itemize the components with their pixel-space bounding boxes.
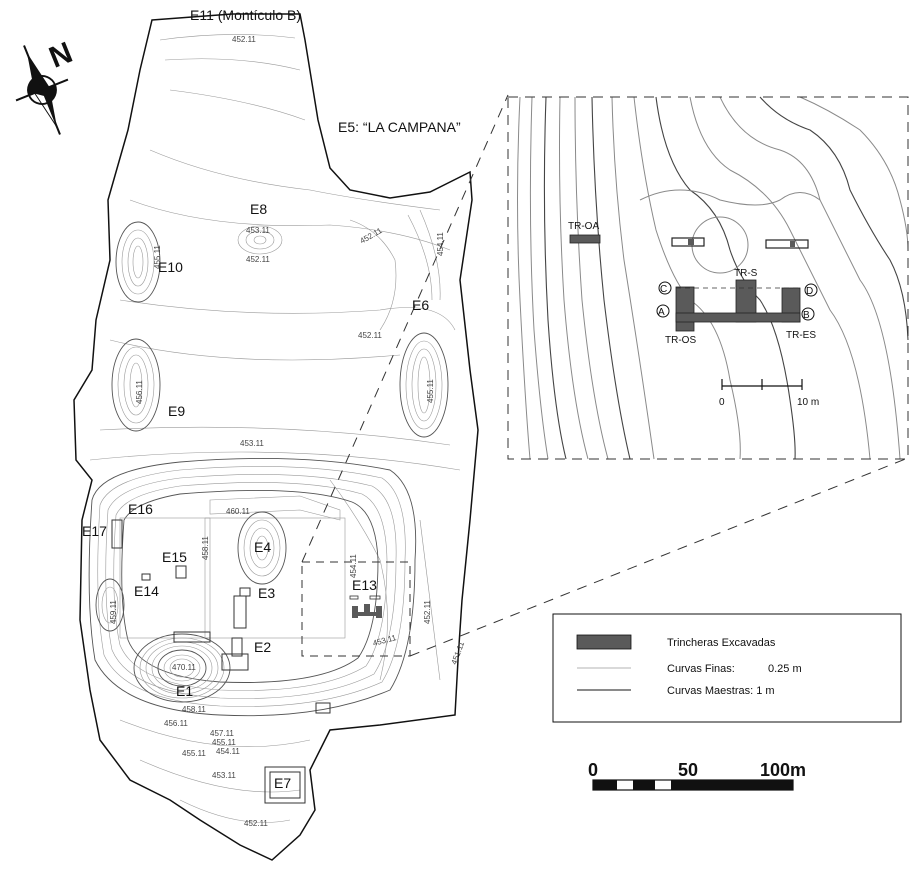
inset-scale-10: 10 m [797,397,819,408]
scale-tick-100: 100m [760,760,806,780]
inset-label-tr-es: TR-ES [786,330,816,341]
legend-label-trench: Trincheras Excavadas [667,637,776,649]
structure-outlines [111,519,331,804]
E1-mound [133,633,231,703]
E8-mound [237,225,283,255]
E10-mound [115,221,161,303]
site-boundary [73,13,479,861]
inset-label-A: A [658,307,665,318]
label-E1: E1 [176,683,193,699]
elev-label: 455.11 [153,245,162,269]
elev-label: 459.11 [109,600,118,624]
scale-bar [592,779,794,791]
inset-panel: C D A B TR-OA TR-S TR-OS TR-ES 0 10 m [507,96,909,460]
fine-contours [89,34,461,823]
label-E7: E7 [274,775,291,791]
elev-label: 452.11 [358,331,382,340]
inset-scale-0: 0 [719,397,725,408]
north-label: N [45,36,77,75]
E13-trenches [349,595,382,618]
legend-label-fine: Curvas Finas: [667,663,735,675]
elev-label: 457.11 [210,729,234,738]
elev-label: 458.11 [182,705,206,714]
E13-focus-box [301,561,411,657]
inset-label-B: B [803,310,810,321]
label-E16: E16 [128,501,153,517]
elevation-labels: 452.11 453.11 452.11 455.11 454.11 452.1… [109,35,466,828]
elev-label: 460.11 [226,507,250,516]
elev-label: 452.11 [244,819,268,828]
E9-mound [111,338,161,432]
elev-label: 453.11 [212,771,236,780]
inset-label-C: C [660,284,667,295]
elev-label: 454.11 [436,232,445,256]
inset-connector-top [301,94,509,563]
elev-label: 453.11 [240,439,264,448]
legend-value-fine: 0.25 m [768,663,802,675]
scale-tick-50: 50 [678,760,698,780]
inset-label-tr-os: TR-OS [665,335,696,346]
label-E14: E14 [134,583,159,599]
structure-labels: E11 (Montículo B) E8 E10 E9 E6 E16 E17 E… [82,7,429,791]
label-E4: E4 [254,539,271,555]
E14-mound [95,578,125,632]
elev-label: 455.11 [426,379,435,403]
elev-label: 454.11 [216,747,240,756]
label-E15: E15 [162,549,187,565]
label-E2: E2 [254,639,271,655]
E4-mound [237,511,287,585]
inset-title: E5: “LA CAMPANA” [338,119,461,135]
elev-label: 458.11 [201,536,210,560]
elev-label: 456.11 [135,380,144,404]
label-E9: E9 [168,403,185,419]
elev-label: 451.11 [450,640,467,666]
inset-label-tr-oa: TR-OA [568,221,599,232]
label-E8: E8 [250,201,267,217]
label-E3: E3 [258,585,275,601]
elev-label: 452.11 [423,600,432,624]
elev-label: 455.11 [182,749,206,758]
acropolis-platform [88,457,417,717]
elev-label: 452.11 [232,35,256,44]
label-E17: E17 [82,523,107,539]
elev-label: 455.11 [212,738,236,747]
elev-label: 454.11 [349,554,358,578]
legend: Trincheras Excavadas Curvas Finas: 0.25 … [552,613,902,723]
elev-label: 452.11 [358,226,384,246]
legend-swatch-trench [576,634,632,650]
elev-label: 456.11 [164,719,188,728]
elev-label: 470.11 [172,663,196,672]
inset-scale-bar [721,379,803,390]
legend-label-master: Curvas Maestras: 1 m [667,685,775,697]
label-E13: E13 [352,577,377,593]
label-E10: E10 [158,259,183,275]
scale-tick-0: 0 [588,760,598,780]
north-arrow [15,45,69,135]
label-E6: E6 [412,297,429,313]
label-E11: E11 (Montículo B) [190,7,301,23]
elev-label: 453.11 [246,226,270,235]
inset-label-tr-s: TR-S [734,268,758,279]
elev-label: 452.11 [246,255,270,264]
elev-label: 453.11 [372,633,398,648]
inset-label-D: D [806,286,813,297]
